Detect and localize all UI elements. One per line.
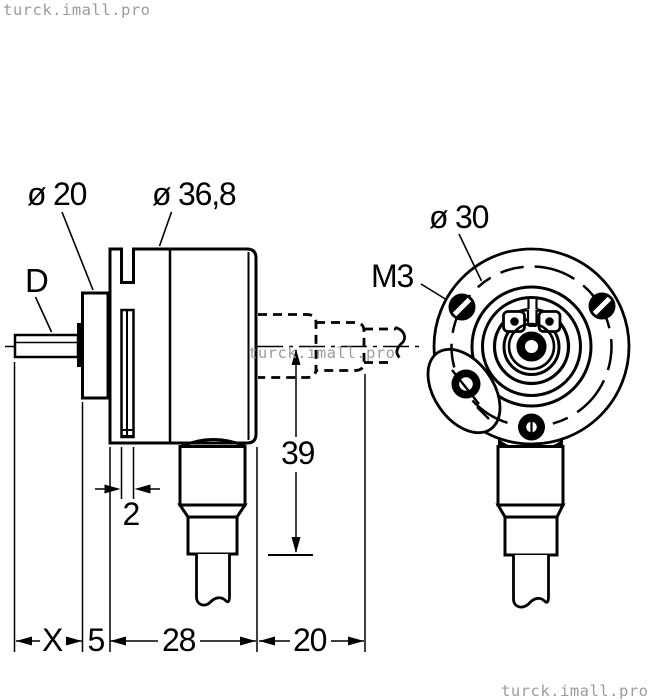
shaft (13, 323, 83, 367)
dimension-arrows (16, 349, 364, 646)
screw-bottom (518, 413, 545, 441)
dim-label-body-diameter: ø 36,8 (152, 176, 236, 212)
side-view (5, 211, 420, 652)
flange-collar (81, 291, 110, 400)
shaft-shoulder (77, 323, 83, 367)
dim-label-flange-diameter: ø 20 (27, 176, 87, 212)
cable-gland-side (177, 438, 248, 607)
leader-lines-front (420, 233, 483, 301)
dim-label-2: 2 (123, 496, 140, 532)
encoder-body (108, 247, 258, 445)
phantom-connector (258, 313, 406, 379)
circlip-eye-right (545, 317, 554, 326)
circlip-eye-left (510, 317, 519, 326)
dim-label-x: X (42, 622, 63, 658)
screw-top-left (448, 293, 476, 321)
dim-label-shaft-d: D (25, 262, 48, 299)
dim-label-20: 20 (293, 622, 327, 658)
dim-label-bolt-circle: ø 30 (429, 199, 489, 235)
dim-label-m3: M3 (371, 258, 413, 294)
leader-shaft-d (34, 296, 53, 333)
leader-body-diameter (158, 211, 173, 247)
watermark-bottom-right: turck.imall.pro (501, 682, 648, 700)
dimension-labels: ø 20 ø 36,8 D ø 30 M3 39 2 X 5 28 20 (25, 176, 490, 658)
watermarks: turck.imall.pro turck.imall.pro turck.im… (3, 1, 648, 700)
cable-gland-front (495, 438, 566, 609)
screw-top-right (588, 292, 616, 320)
leader-bolt-circle (458, 233, 483, 282)
extension-lines (13, 362, 366, 652)
leader-m3 (420, 283, 448, 301)
leader-lines-side (34, 211, 173, 333)
dim-label-39: 39 (281, 435, 315, 471)
dim-label-28: 28 (162, 622, 196, 658)
cable-break-symbol (394, 326, 406, 359)
leader-flange-diameter (61, 211, 94, 291)
clamp-screw (451, 369, 490, 420)
cable-front (512, 555, 550, 609)
cable-side (195, 554, 231, 607)
clamping-groove (120, 308, 135, 439)
front-view (420, 233, 631, 609)
watermark-center: turck.imall.pro (248, 344, 395, 362)
watermark-top-left: turck.imall.pro (3, 1, 150, 19)
shaft-bore (507, 322, 556, 371)
dim-label-5: 5 (88, 622, 105, 658)
